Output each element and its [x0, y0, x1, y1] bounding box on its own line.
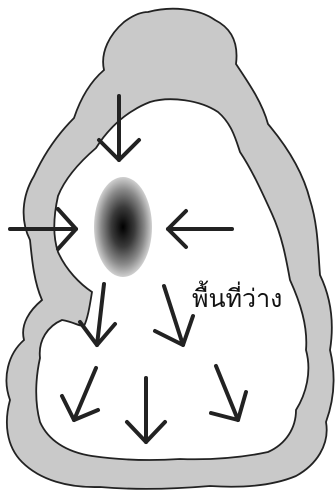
region-label: พื้นที่ว่าง: [192, 280, 282, 313]
dark-spot: [94, 177, 152, 277]
